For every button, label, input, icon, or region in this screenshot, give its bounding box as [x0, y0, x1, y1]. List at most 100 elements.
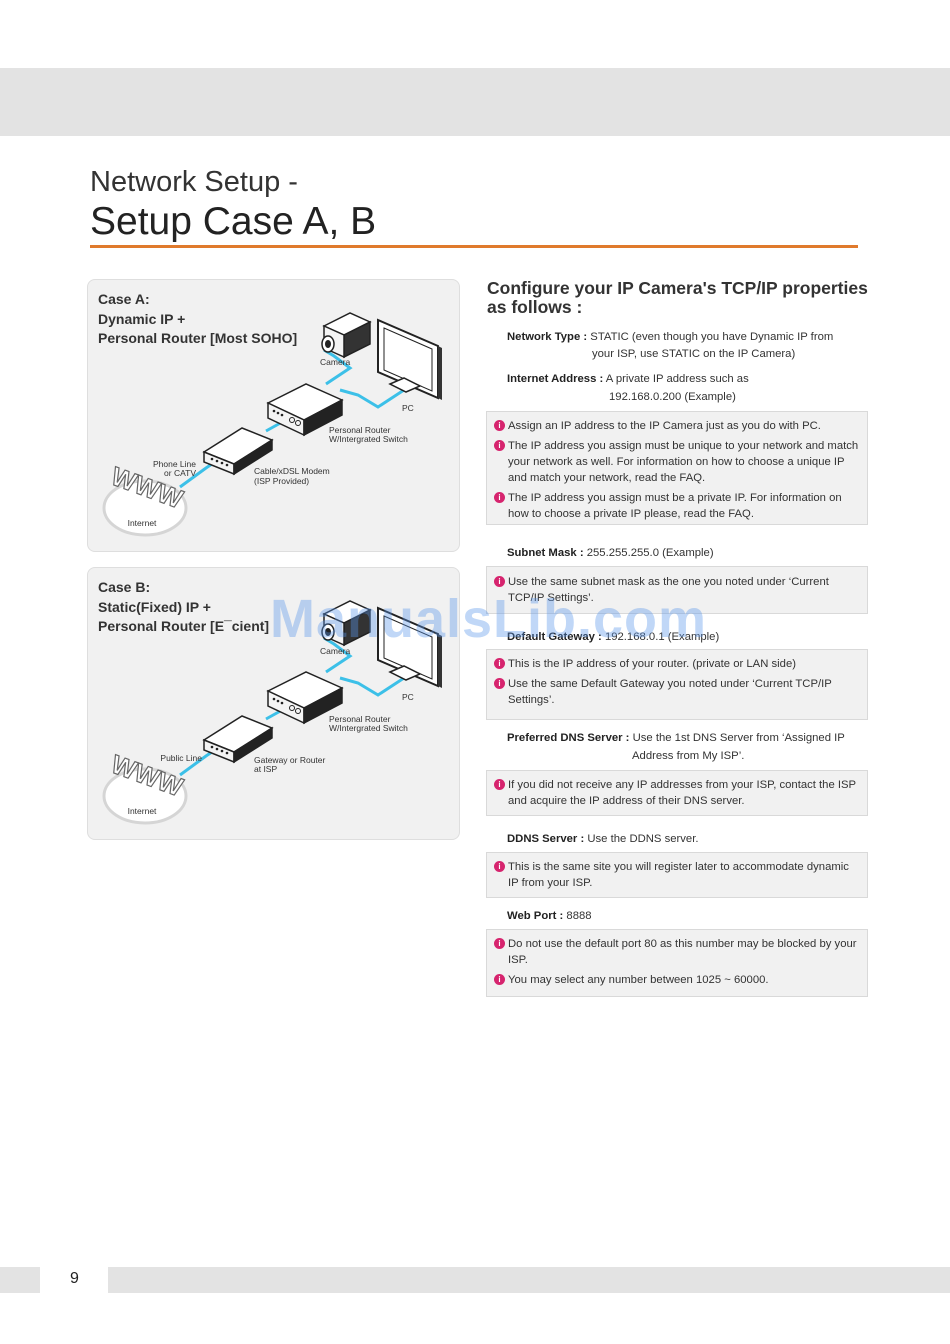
dns-row-cont: Address from My ISP’.	[632, 750, 745, 762]
footer-band-right	[108, 1267, 950, 1293]
modem-label-line1: Cable/xDSL Modem	[254, 466, 330, 476]
router-label-line2: W/Intergrated Switch	[329, 434, 408, 444]
case-b-title-line1: Case B:	[98, 579, 151, 595]
ddns-value: Use the DDNS server.	[587, 833, 699, 845]
footer-band-left	[0, 1267, 40, 1293]
case-b-title-line2: Static(Fixed) IP +	[98, 598, 211, 615]
case-b-panel: WWW Camera PC Personal	[87, 567, 460, 840]
internet-address-value: A private IP address such as	[605, 373, 749, 385]
ddns-label: DDNS Server :	[507, 833, 585, 845]
internet-label: Internet	[128, 806, 157, 816]
line-label: Public Line	[160, 753, 202, 763]
router-label-line2: W/Intergrated Switch	[329, 723, 408, 733]
router-label-line1: Personal Router	[329, 425, 391, 435]
pc-monitor-icon	[377, 606, 442, 688]
info-icon: i	[494, 779, 505, 790]
gateway-icon	[202, 715, 274, 764]
case-a-title-line3: Personal Router [Most SOHO]	[98, 330, 298, 346]
info-icon: i	[494, 492, 505, 503]
camera-icon	[321, 600, 372, 647]
modem-label-line2: (ISP Provided)	[254, 476, 309, 486]
internet-address-row: Internet Address : A private IP address …	[507, 371, 749, 389]
internet-globe-icon	[102, 479, 188, 537]
network-type-value: STATIC (even though you have Dynamic IP …	[590, 331, 834, 343]
watermark: ManualsLib.com	[270, 589, 708, 649]
network-type-label: Network Type :	[507, 331, 588, 343]
internet-globe-icon	[102, 767, 188, 825]
config-heading-line2: as follows :	[487, 297, 583, 317]
network-type-row: Network Type : STATIC (even though you h…	[507, 329, 833, 347]
info-icon: i	[494, 938, 505, 949]
dns-row: Preferred DNS Server : Use the 1st DNS S…	[507, 730, 845, 748]
line-label-line2: or CATV	[164, 468, 196, 478]
subnet-mask-label: Subnet Mask :	[507, 547, 584, 559]
camera-label: Camera	[320, 357, 351, 367]
info-icon: i	[494, 440, 505, 451]
info-icon: i	[494, 420, 505, 431]
default-gateway-row: Default Gateway : 192.168.0.1 (Example)	[507, 629, 719, 647]
web-port-value: 8888	[566, 910, 592, 922]
case-a-diagram: WWW C	[102, 312, 442, 537]
router-icon	[266, 671, 344, 725]
config-heading-line1: Configure your IP Camera's TCP/IP proper…	[487, 278, 868, 298]
default-gateway-value: 192.168.0.1 (Example)	[604, 631, 720, 643]
title-underline	[90, 245, 858, 248]
ddns-row: DDNS Server : Use the DDNS server.	[507, 831, 699, 849]
subnet-mask-row: Subnet Mask : 255.255.255.0 (Example)	[507, 545, 714, 563]
dns-label: Preferred DNS Server :	[507, 732, 630, 744]
info-icon: i	[494, 974, 505, 985]
web-port-label: Web Port :	[507, 910, 564, 922]
network-type-row-cont: your ISP, use STATIC on the IP Camera)	[592, 348, 796, 360]
info-icon: i	[494, 576, 505, 587]
internet-label: Internet	[128, 518, 157, 528]
page-number: 9	[70, 1270, 79, 1287]
case-b-title: Case B: Static(Fixed) IP + Personal Rout…	[98, 578, 269, 637]
header-band	[0, 68, 950, 136]
info-icon: i	[494, 861, 505, 872]
line-label-line1: Phone Line	[153, 459, 196, 469]
case-a-title-line2: Dynamic IP +	[98, 310, 186, 327]
case-b-diagram: WWW Camera PC Personal	[102, 600, 442, 825]
page-subtitle: Network Setup -	[90, 166, 298, 198]
config-heading: Configure your IP Camera's TCP/IP proper…	[487, 279, 868, 317]
pc-label: PC	[402, 692, 414, 702]
camera-label: Camera	[320, 646, 351, 656]
gateway-label-line2: at ISP	[254, 764, 277, 774]
default-gateway-label: Default Gateway :	[507, 631, 602, 643]
case-a-title-line1: Case A:	[98, 291, 150, 307]
web-port-row: Web Port : 8888	[507, 908, 592, 926]
gateway-label-line1: Gateway or Router	[254, 755, 326, 765]
dns-value: Use the 1st DNS Server from ‘Assigned IP	[632, 732, 845, 744]
internet-address-row-cont: 192.168.0.200 (Example)	[609, 391, 736, 403]
pc-label: PC	[402, 403, 414, 413]
subnet-mask-value: 255.255.255.0 (Example)	[586, 547, 714, 559]
internet-address-label: Internet Address :	[507, 373, 604, 385]
pc-monitor-icon	[377, 318, 442, 400]
router-label-line1: Personal Router	[329, 714, 391, 724]
router-icon	[266, 383, 344, 437]
page-title: Setup Case A, B	[90, 200, 377, 243]
modem-icon	[202, 427, 274, 476]
camera-icon	[321, 312, 372, 359]
info-icon: i	[494, 658, 505, 669]
info-icon: i	[494, 678, 505, 689]
case-b-title-line3: Personal Router [E¯cient]	[98, 618, 270, 634]
case-a-panel: WWW C	[87, 279, 460, 552]
case-a-title: Case A: Dynamic IP + Personal Router [Mo…	[98, 290, 297, 349]
